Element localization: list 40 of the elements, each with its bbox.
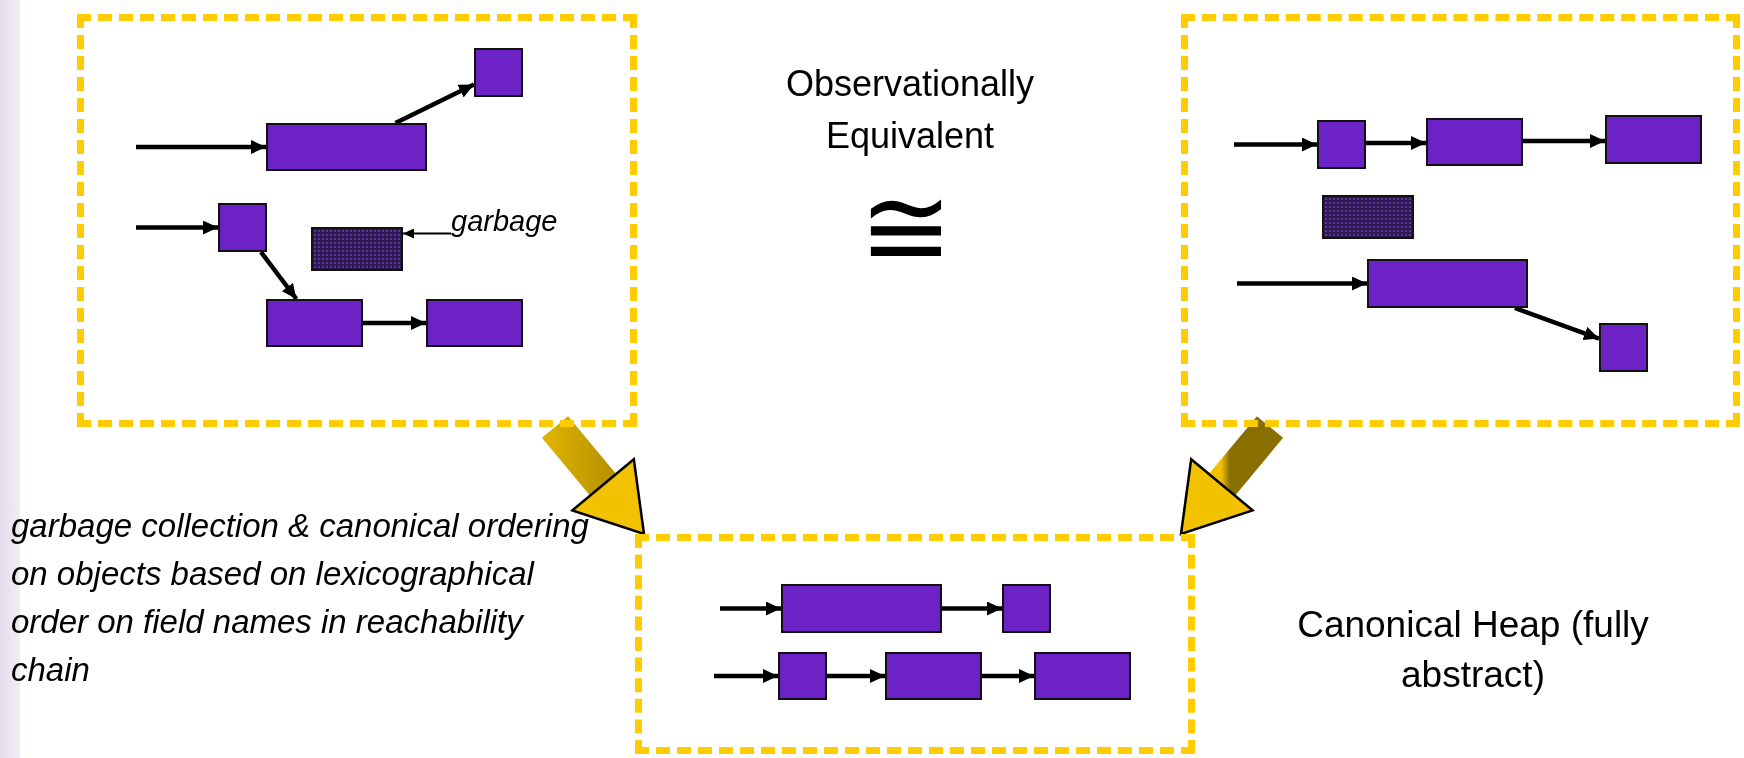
arrow xyxy=(1366,136,1426,150)
arrow xyxy=(827,669,885,683)
arrow xyxy=(363,316,426,330)
heap-region xyxy=(77,14,637,427)
heap-object xyxy=(266,299,363,347)
leader-line xyxy=(402,228,452,239)
heap-object xyxy=(1426,118,1523,166)
heap-object xyxy=(778,652,827,700)
heap-object xyxy=(1605,115,1702,164)
heap-object xyxy=(474,48,523,97)
heap-object xyxy=(1367,259,1528,308)
arrow xyxy=(1234,137,1317,152)
garbage-object xyxy=(311,227,403,271)
callout-text: garbage xyxy=(451,204,576,240)
heading-text: Observationally Equivalent xyxy=(784,62,1036,158)
heap-object xyxy=(266,123,427,171)
arrow xyxy=(942,601,1002,616)
arrow xyxy=(720,601,781,616)
arrow xyxy=(982,669,1034,683)
heap-object xyxy=(1002,584,1051,633)
arrow xyxy=(714,669,778,683)
garbage-object xyxy=(1322,195,1414,239)
heap-object xyxy=(1034,652,1131,700)
arrow xyxy=(136,220,218,235)
arrow xyxy=(1523,134,1605,148)
arrow xyxy=(259,250,299,301)
heap-object xyxy=(1599,323,1648,372)
heap-region xyxy=(1181,14,1740,427)
description-text: garbage collection & canonical ordering on objects based on lexicographical order on field names in reachability chain xyxy=(11,506,590,690)
heap-object xyxy=(218,203,267,252)
heap-object xyxy=(781,584,942,633)
heap-region xyxy=(635,534,1195,754)
heap-object xyxy=(885,652,982,700)
arrow xyxy=(394,82,475,126)
arrow xyxy=(1237,276,1367,291)
heap-object xyxy=(1317,120,1366,169)
caption-text: Canonical Heap (fully abstract) xyxy=(1296,603,1650,697)
heap-object xyxy=(426,299,523,347)
congruence-symbol: ≅ xyxy=(858,168,954,288)
arrow xyxy=(136,140,266,154)
